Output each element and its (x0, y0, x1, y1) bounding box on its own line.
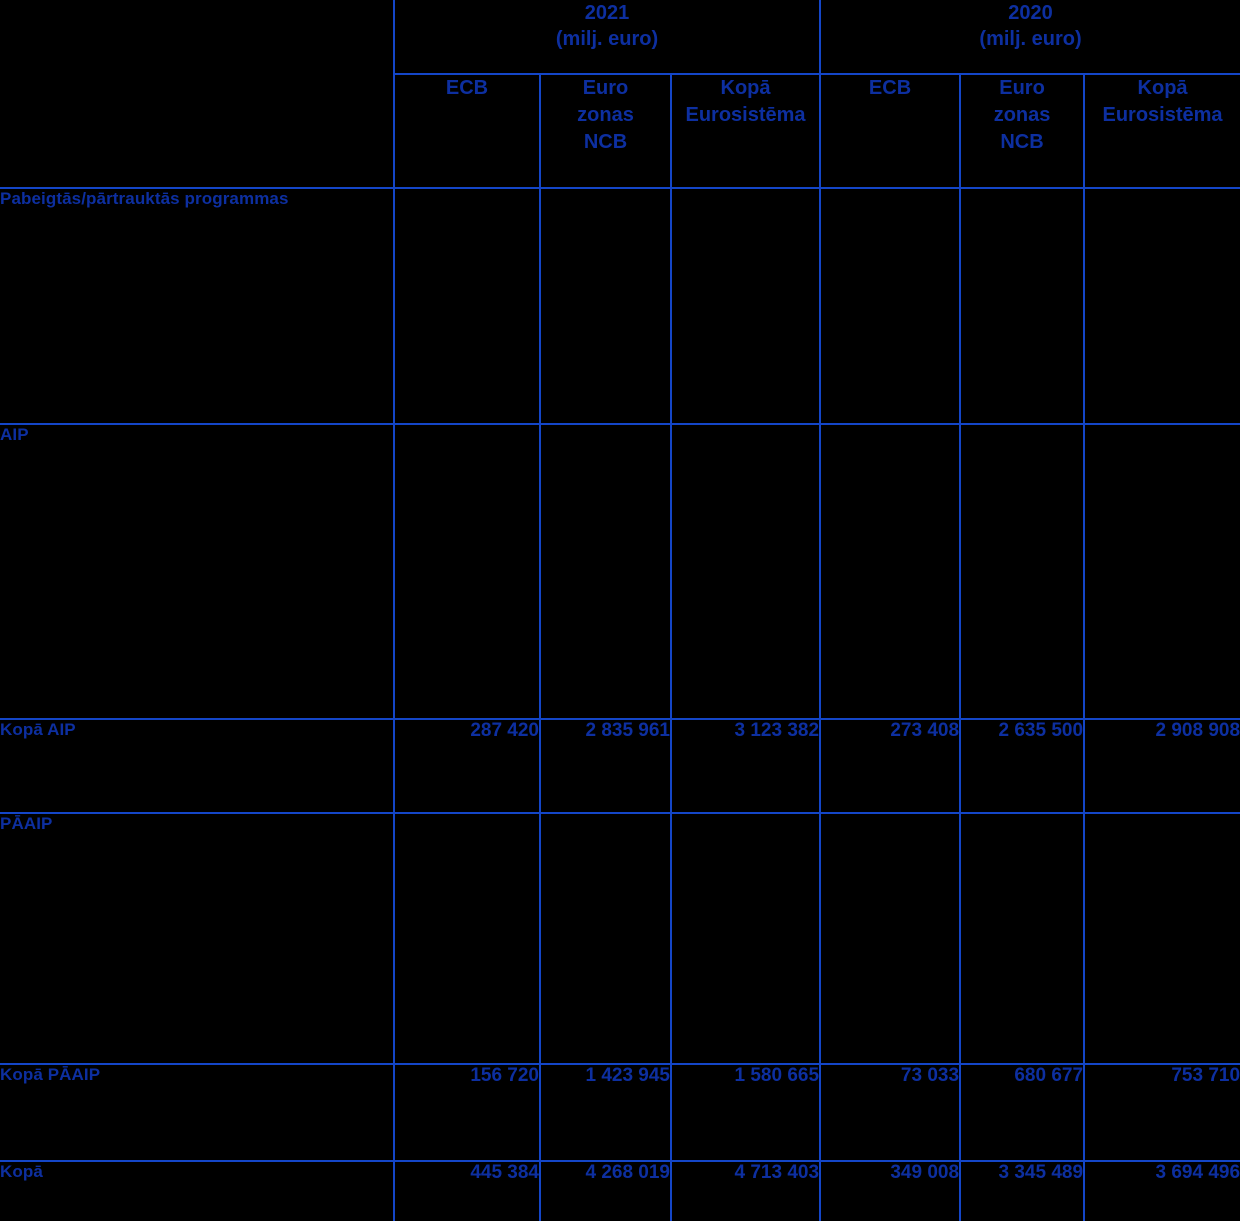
cell-total-paaip-total-2020: 753 710 (1083, 1063, 1240, 1162)
cell-total-paaip-ecb-2020: 73 033 (819, 1063, 961, 1162)
cell-paaip-ecb-2020 (819, 813, 961, 1065)
column-header-euro-area-ncb-2020-line-3: NCB (1000, 131, 1044, 153)
column-header-euro-area-ncb-2021: Euro zonas NCB (539, 73, 671, 189)
cell-total-aip-ncb-2020: 2 635 500 (959, 719, 1085, 815)
column-header-total-eurosystem-2021-line-1: Kopā (720, 77, 771, 99)
cell-grand-total-ecb-2020: 349 008 (819, 1160, 961, 1221)
column-header-total-eurosystem-2020-line-1: Kopā (1137, 77, 1188, 99)
column-header-euro-area-ncb-2020-line-1: Euro (999, 77, 1045, 99)
cell-completed-programmes-ecb-2021 (393, 188, 540, 426)
label-column-header (0, 74, 394, 189)
cell-total-paaip-total-2021: 1 580 665 (669, 1063, 821, 1162)
row-label-completed-discontinued-programmes: Pabeigtās/pārtrauktās programmas (0, 188, 394, 426)
table-row: AIP (0, 424, 1240, 721)
year-group-2021-year: 2021 (584, 2, 630, 24)
cell-paaip-ecb-2021 (393, 813, 540, 1065)
cell-aip-ncb-2021 (539, 424, 671, 721)
cell-total-paaip-ncb-2020: 680 677 (959, 1063, 1085, 1162)
column-header-total-eurosystem-2020-line-2: Eurosistēma (1102, 104, 1223, 126)
cell-total-paaip-ecb-2021: 156 720 (393, 1063, 540, 1162)
cell-aip-ecb-2021 (393, 424, 540, 721)
column-header-ecb-2021: ECB (393, 73, 540, 189)
cell-aip-total-2021 (669, 424, 821, 721)
cell-total-aip-ecb-2020: 273 408 (819, 719, 961, 815)
cell-grand-total-ecb-2021: 445 384 (393, 1160, 540, 1221)
column-header-euro-area-ncb-2021-line-3: NCB (583, 131, 628, 153)
year-group-2020-unit: (milj. euro) (979, 28, 1082, 50)
cell-grand-total-ncb-2020: 3 345 489 (959, 1160, 1085, 1221)
cell-total-aip-total-2021: 3 123 382 (669, 719, 821, 815)
table-body: Pabeigtās/pārtrauktās programmas AIP (0, 188, 1240, 1221)
cell-paaip-total-2021 (669, 813, 821, 1065)
cell-grand-total-total-2021: 4 713 403 (669, 1160, 821, 1221)
cell-completed-programmes-ecb-2020 (819, 188, 961, 426)
cell-total-aip-ncb-2021: 2 835 961 (539, 719, 671, 815)
column-header-euro-area-ncb-2021-line-2: zonas (577, 104, 634, 126)
row-label-total-aip: Kopā AIP (0, 719, 394, 815)
column-header-total-eurosystem-2020: Kopā Eurosistēma (1083, 73, 1240, 189)
cell-total-aip-ecb-2021: 287 420 (393, 719, 540, 815)
table-row: Kopā AIP 287 420 2 835 961 3 123 382 273… (0, 719, 1240, 815)
cell-completed-programmes-total-2021 (669, 188, 821, 426)
column-header-ecb-2020: ECB (819, 73, 961, 189)
table-row: Kopā PĀAIP 156 720 1 423 945 1 580 665 7… (0, 1063, 1240, 1162)
cell-completed-programmes-ncb-2021 (539, 188, 671, 426)
cell-paaip-ncb-2021 (539, 813, 671, 1065)
row-label-aip: AIP (0, 424, 394, 721)
cell-completed-programmes-total-2020 (1083, 188, 1240, 426)
column-header-row: ECB Euro zonas NCB Kopā Eurosistēma ECB … (0, 73, 1240, 189)
corner-blank-cell (0, 0, 394, 74)
row-label-total-paaip: Kopā PĀAIP (0, 1063, 394, 1162)
column-header-euro-area-ncb-2021-line-1: Euro (582, 77, 629, 99)
year-group-2020-year: 2020 (1008, 2, 1053, 24)
column-header-ecb-2021-line-1: ECB (445, 77, 489, 99)
table-header: 2021 (milj. euro) 2020 (milj. euro) ECB … (0, 0, 1240, 189)
year-group-header-row: 2021 (milj. euro) 2020 (milj. euro) (0, 0, 1240, 74)
year-group-2021: 2021 (milj. euro) (392, 0, 821, 74)
cell-grand-total-ncb-2021: 4 268 019 (539, 1160, 671, 1221)
row-label-paaip: PĀAIP (0, 813, 394, 1065)
cell-total-paaip-ncb-2021: 1 423 945 (539, 1063, 671, 1162)
cell-aip-ecb-2020 (819, 424, 961, 721)
cell-aip-ncb-2020 (959, 424, 1085, 721)
cell-total-aip-total-2020: 2 908 908 (1083, 719, 1240, 815)
cell-paaip-ncb-2020 (959, 813, 1085, 1065)
column-header-total-eurosystem-2021: Kopā Eurosistēma (669, 73, 821, 189)
row-label-grand-total: Kopā (0, 1160, 394, 1221)
table-row: Kopā 445 384 4 268 019 4 713 403 349 008… (0, 1160, 1240, 1221)
cell-grand-total-total-2020: 3 694 496 (1083, 1160, 1240, 1221)
table-row: Pabeigtās/pārtrauktās programmas (0, 188, 1240, 426)
year-group-2021-unit: (milj. euro) (555, 28, 659, 50)
column-header-euro-area-ncb-2020: Euro zonas NCB (959, 73, 1085, 189)
year-group-2020: 2020 (milj. euro) (819, 0, 1240, 74)
cell-paaip-total-2020 (1083, 813, 1240, 1065)
column-header-ecb-2020-line-1: ECB (868, 77, 912, 99)
table-row: PĀAIP (0, 813, 1240, 1065)
cell-completed-programmes-ncb-2020 (959, 188, 1085, 426)
column-header-euro-area-ncb-2020-line-2: zonas (993, 104, 1051, 126)
column-header-total-eurosystem-2021-line-2: Eurosistēma (685, 104, 806, 126)
cell-aip-total-2020 (1083, 424, 1240, 721)
